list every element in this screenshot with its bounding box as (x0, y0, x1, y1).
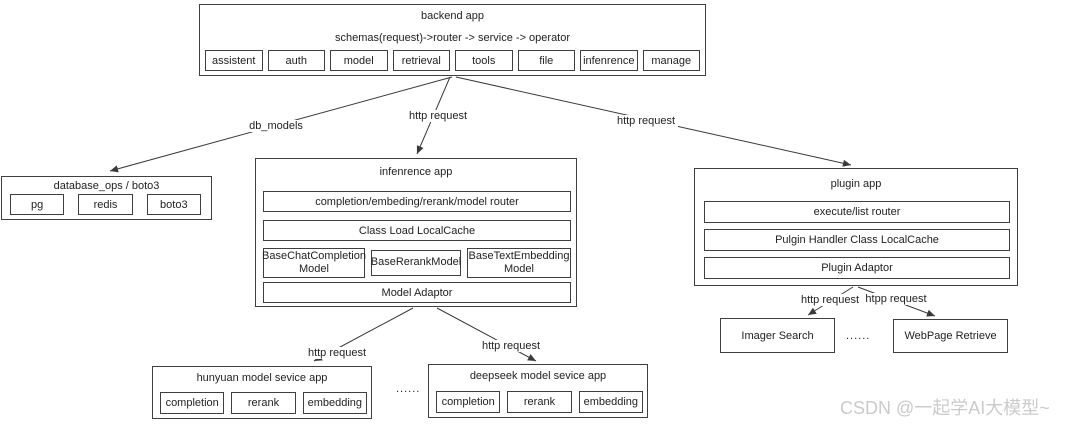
deepseek-title: deepseek model sevice app (469, 370, 607, 382)
inference-model-base-text-embedding: BaseTextEmbedding Model (467, 248, 571, 278)
backend-module-retrieval: retrieval (392, 50, 450, 71)
backend-module-infenrence: infenrence (580, 50, 638, 71)
imager-search-box: Imager Search (720, 318, 835, 353)
database-ops-box: database_ops / boto3 pg redis boto3 (1, 176, 212, 220)
inference-cache-row: Class Load LocalCache (263, 220, 571, 241)
backend-module-assistent: assistent (205, 50, 263, 71)
plugin-cache-row: Pulgin Handler Class LocalCache (704, 229, 1010, 251)
deepseek-modules-row: completion rerank embedding (436, 391, 643, 413)
backend-module-auth: auth (267, 50, 325, 71)
plugin-targets-ellipsis: ...... (846, 330, 871, 342)
hunyuan-module-embedding: embedding (302, 392, 367, 414)
inference-models-row: BaseChatCompletion Model BaseRerankModel… (262, 248, 571, 278)
hunyuan-module-completion: completion (160, 392, 225, 414)
deepseek-module-completion: completion (436, 391, 501, 413)
deepseek-module-embedding: embedding (578, 391, 643, 413)
hunyuan-modules-row: completion rerank embedding (160, 392, 367, 414)
hunyuan-title: hunyuan model sevice app (196, 372, 328, 384)
backend-app-title: backend app (421, 10, 484, 22)
inference-app-box: infenrence app completion/embeding/reran… (255, 158, 577, 307)
plugin-app-box: plugin app execute/list router Pulgin Ha… (694, 168, 1018, 286)
edge-label-http-request-hunyuan: http request (304, 347, 370, 359)
backend-module-model: model (330, 50, 388, 71)
csdn-watermark: CSDN @一起学AI大模型~ (840, 398, 1050, 418)
plugin-adaptor-row: Plugin Adaptor (704, 257, 1010, 279)
backend-module-manage: manage (642, 50, 700, 71)
backend-app-box: backend app schemas(request)->router -> … (199, 4, 706, 76)
database-module-redis: redis (78, 194, 133, 215)
inference-model-base-chat-completion: BaseChatCompletion Model (262, 248, 366, 278)
edge-label-http-request-imager: http request (797, 294, 863, 306)
inference-router-row: completion/embeding/rerank/model router (263, 191, 571, 212)
plugin-app-title: plugin app (830, 178, 882, 190)
deepseek-module-rerank: rerank (507, 391, 572, 413)
model-services-ellipsis: ...... (396, 383, 421, 395)
inference-app-title: infenrence app (379, 166, 453, 178)
backend-app-subtitle: schemas(request)->router -> service -> o… (334, 32, 571, 44)
inference-model-adaptor-row: Model Adaptor (263, 282, 571, 303)
database-modules-row: pg redis boto3 (10, 194, 201, 215)
edge-label-http-request-plugin: http request (613, 115, 679, 127)
hunyuan-module-rerank: rerank (231, 392, 296, 414)
arrow-inference-to-deepseek (436, 307, 537, 362)
database-module-pg: pg (10, 194, 65, 215)
backend-modules-row: assistent auth model retrieval tools fil… (205, 50, 700, 71)
backend-module-file: file (517, 50, 575, 71)
hunyuan-model-service-box: hunyuan model sevice app completion rera… (152, 366, 372, 419)
edge-label-htpp-request-webpage: htpp request (862, 293, 930, 305)
plugin-router-row: execute/list router (704, 201, 1010, 223)
database-ops-title: database_ops / boto3 (53, 180, 160, 192)
inference-model-base-rerank: BaseRerankModel (371, 250, 461, 276)
edge-label-db-models: db_models (246, 120, 306, 132)
webpage-retrieve-box: WebPage Retrieve (893, 319, 1008, 353)
backend-module-tools: tools (455, 50, 513, 71)
deepseek-model-service-box: deepseek model sevice app completion rer… (428, 364, 648, 418)
edge-label-http-request-deepseek: http request (478, 340, 544, 352)
database-module-boto3: boto3 (146, 194, 201, 215)
edge-label-http-request-inference: http request (405, 110, 471, 122)
